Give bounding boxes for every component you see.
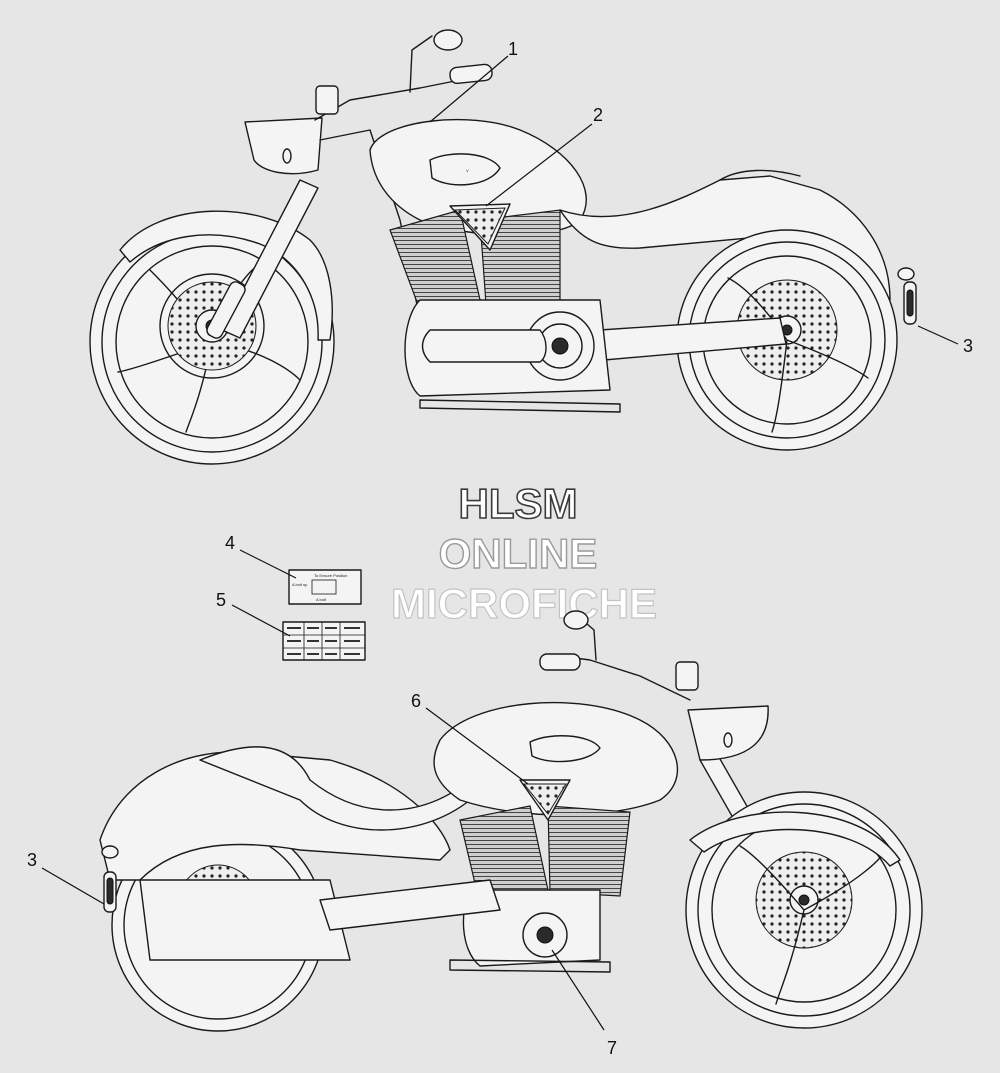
mirror-right [563,610,589,630]
fuel-tank-right [433,701,679,816]
front-reflector [206,281,246,339]
tank-logo [429,153,501,186]
motorcycle-right-side-view [99,610,923,1032]
callout-2: 2 [593,105,603,125]
callout-3-top: 3 [963,336,973,356]
seat-and-rear-fender [559,175,891,301]
tank-logo-right [529,735,601,763]
decal-4-title: To Ensure Position [314,573,347,578]
left-grip [539,653,581,671]
callout-3-bottom: 3 [27,850,37,870]
decal-4-row2: A bolt [316,597,327,602]
front-fork [221,179,319,339]
exhaust [319,879,501,931]
engine-v-twin [389,203,621,413]
callout-4: 4 [225,533,235,553]
callout-5: 5 [216,590,226,610]
watermark-line2: ONLINE [439,530,598,577]
front-fender-right [689,811,901,867]
watermark: HLSM ONLINE MICROFICHE [390,479,657,627]
motorcycle-left-side-view: V [89,29,917,465]
decal-4-row1: A bolt sp [292,582,308,587]
mirror [433,29,463,51]
watermark-line1: HLSM [459,480,578,527]
decal-5 [282,621,366,661]
rear-wheel [676,229,898,451]
callout-6: 6 [411,691,421,711]
watermark-line3: MICROFICHE [391,580,657,627]
front-wheel-right [685,791,923,1029]
decal-4: To Ensure Position A bolt sp A bolt [288,569,362,605]
seat-right [199,746,471,831]
tank-emblem-v: V [466,168,469,173]
headlight-fairing [244,117,323,175]
callout-1: 1 [508,39,518,59]
saddlebag [139,879,351,961]
callout-7: 7 [607,1038,617,1058]
